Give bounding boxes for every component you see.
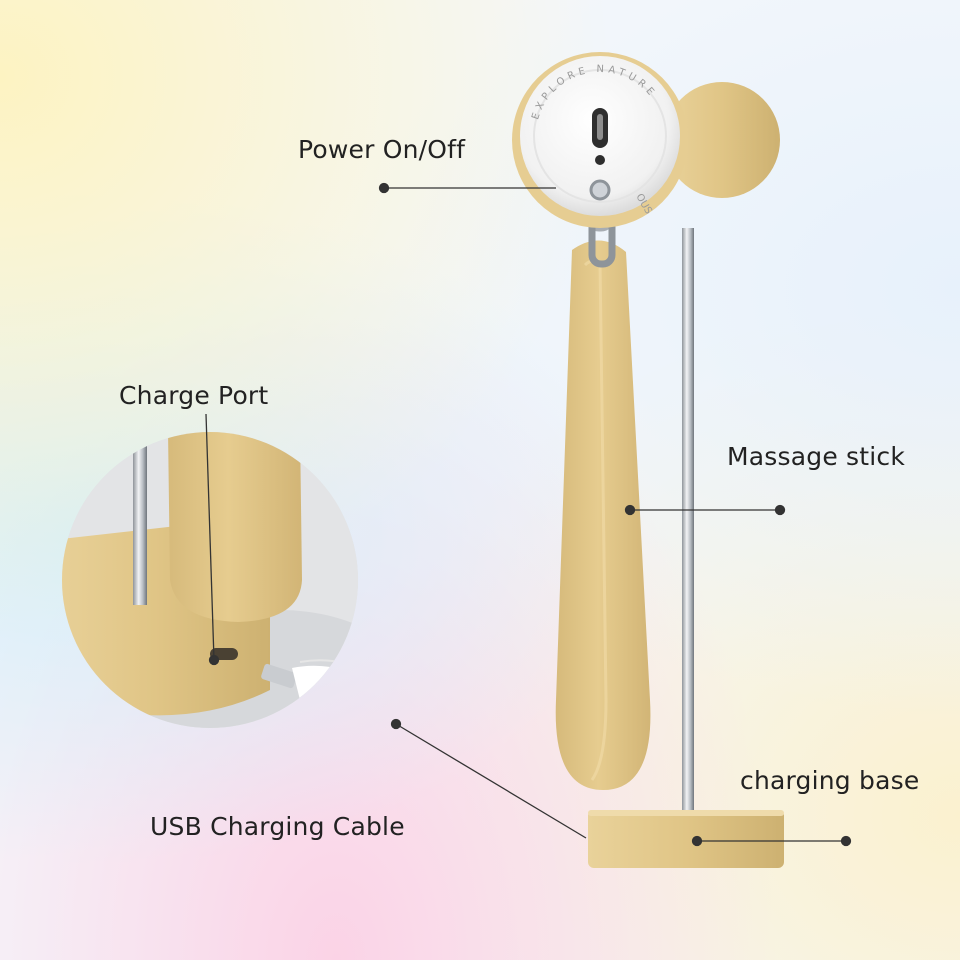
- label-massage-stick: Massage stick: [727, 442, 906, 471]
- label-usb-charging-cable: USB Charging Cable: [150, 812, 405, 841]
- massage-head: EXPLORE NATURE OUS: [512, 52, 688, 228]
- charging-base: [588, 810, 784, 868]
- leader-lines: [205, 182, 852, 847]
- power-button-icon[interactable]: [592, 108, 608, 165]
- back-disc: [664, 82, 780, 198]
- label-power-on-off: Power On/Off: [298, 135, 466, 164]
- metal-rod: [682, 228, 694, 824]
- label-charging-base: charging base: [740, 766, 920, 795]
- charge-port-inset: [62, 432, 358, 728]
- label-charge-port: Charge Port: [119, 381, 269, 410]
